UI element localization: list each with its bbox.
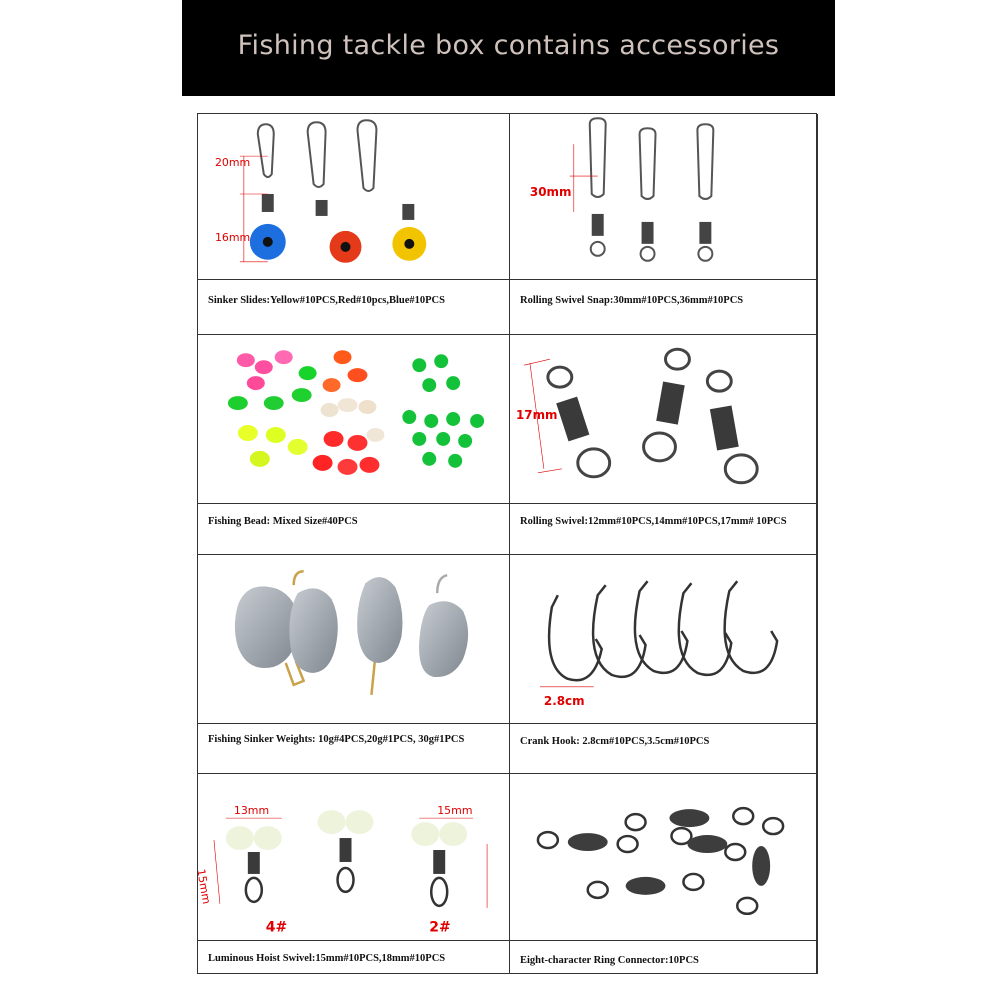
measure-label-16mm: 16mm xyxy=(215,231,250,244)
crank-hook-image: 2.8cm xyxy=(510,555,817,723)
caption-divider xyxy=(198,940,509,941)
measure-label-17mm: 17mm xyxy=(516,408,558,422)
cell-luminous-hoist-swivel: 13mm 15mm 15mm 18mm 4# 2# Luminous Hoist… xyxy=(198,774,510,974)
accessories-grid: 20mm 16mm Sinker Slides:Yellow#10PCS,Red… xyxy=(197,113,818,974)
sinker-slides-image: 20mm 16mm xyxy=(198,114,509,279)
fishing-bead-image xyxy=(198,335,509,503)
measure-label-30mm: 30mm xyxy=(530,185,572,199)
measure-label-20mm: 20mm xyxy=(215,156,250,169)
caption-luminous-hoist-swivel: Luminous Hoist Swivel:15mm#10PCS,18mm#10… xyxy=(208,953,446,964)
caption-divider xyxy=(510,723,817,724)
cell-ring-connector: Eight-character Ring Connector:10PCS xyxy=(510,774,818,974)
caption-divider xyxy=(510,503,817,504)
caption-divider xyxy=(198,503,509,504)
cell-fishing-bead: Fishing Bead: Mixed Size#40PCS xyxy=(198,335,510,555)
ring-connector-image xyxy=(510,774,817,934)
cell-sinker-weights: Fishing Sinker Weights: 10g#4PCS,20g#1PC… xyxy=(198,555,510,774)
rolling-swivel-snap-image: 30mm xyxy=(510,114,817,279)
caption-ring-connector: Eight-character Ring Connector:10PCS xyxy=(520,955,699,966)
caption-rolling-swivel: Rolling Swivel:12mm#10PCS,14mm#10PCS,17m… xyxy=(520,516,787,527)
size-label-2: 2# xyxy=(429,920,450,934)
caption-divider xyxy=(198,723,509,724)
measure-label-15mm-top: 15mm xyxy=(437,804,472,817)
sinker-weights-image xyxy=(198,555,509,723)
banner-title: Fishing tackle box contains accessories xyxy=(237,30,780,61)
cell-rolling-swivel-snap: 30mm Rolling Swivel Snap:30mm#10PCS,36mm… xyxy=(510,114,818,335)
measure-label-2-8cm: 2.8cm xyxy=(544,694,585,708)
caption-fishing-bead: Fishing Bead: Mixed Size#40PCS xyxy=(208,516,358,527)
cell-rolling-swivel: 17mm Rolling Swivel:12mm#10PCS,14mm#10PC… xyxy=(510,335,818,555)
caption-sinker-weights: Fishing Sinker Weights: 10g#4PCS,20g#1PC… xyxy=(208,734,465,745)
title-banner: Fishing tackle box contains accessories xyxy=(182,0,835,96)
luminous-hoist-swivel-image: 13mm 15mm 15mm 18mm 4# 2# xyxy=(198,774,509,934)
caption-divider xyxy=(198,279,509,280)
cell-sinker-slides: 20mm 16mm Sinker Slides:Yellow#10PCS,Red… xyxy=(198,114,510,335)
caption-crank-hook: Crank Hook: 2.8cm#10PCS,3.5cm#10PCS xyxy=(520,736,710,747)
rolling-swivel-image: 17mm xyxy=(510,335,817,503)
cell-crank-hook: 2.8cm Crank Hook: 2.8cm#10PCS,3.5cm#10PC… xyxy=(510,555,818,774)
measure-label-18mm: 18mm xyxy=(507,853,509,888)
size-label-4: 4# xyxy=(266,920,287,934)
caption-sinker-slides: Sinker Slides:Yellow#10PCS,Red#10pcs,Blu… xyxy=(208,295,445,306)
caption-divider xyxy=(510,940,817,941)
measure-label-13mm: 13mm xyxy=(234,804,269,817)
caption-rolling-swivel-snap: Rolling Swivel Snap:30mm#10PCS,36mm#10PC… xyxy=(520,295,744,306)
caption-divider xyxy=(510,279,817,280)
measure-label-15mm-side: 15mm xyxy=(198,868,213,905)
